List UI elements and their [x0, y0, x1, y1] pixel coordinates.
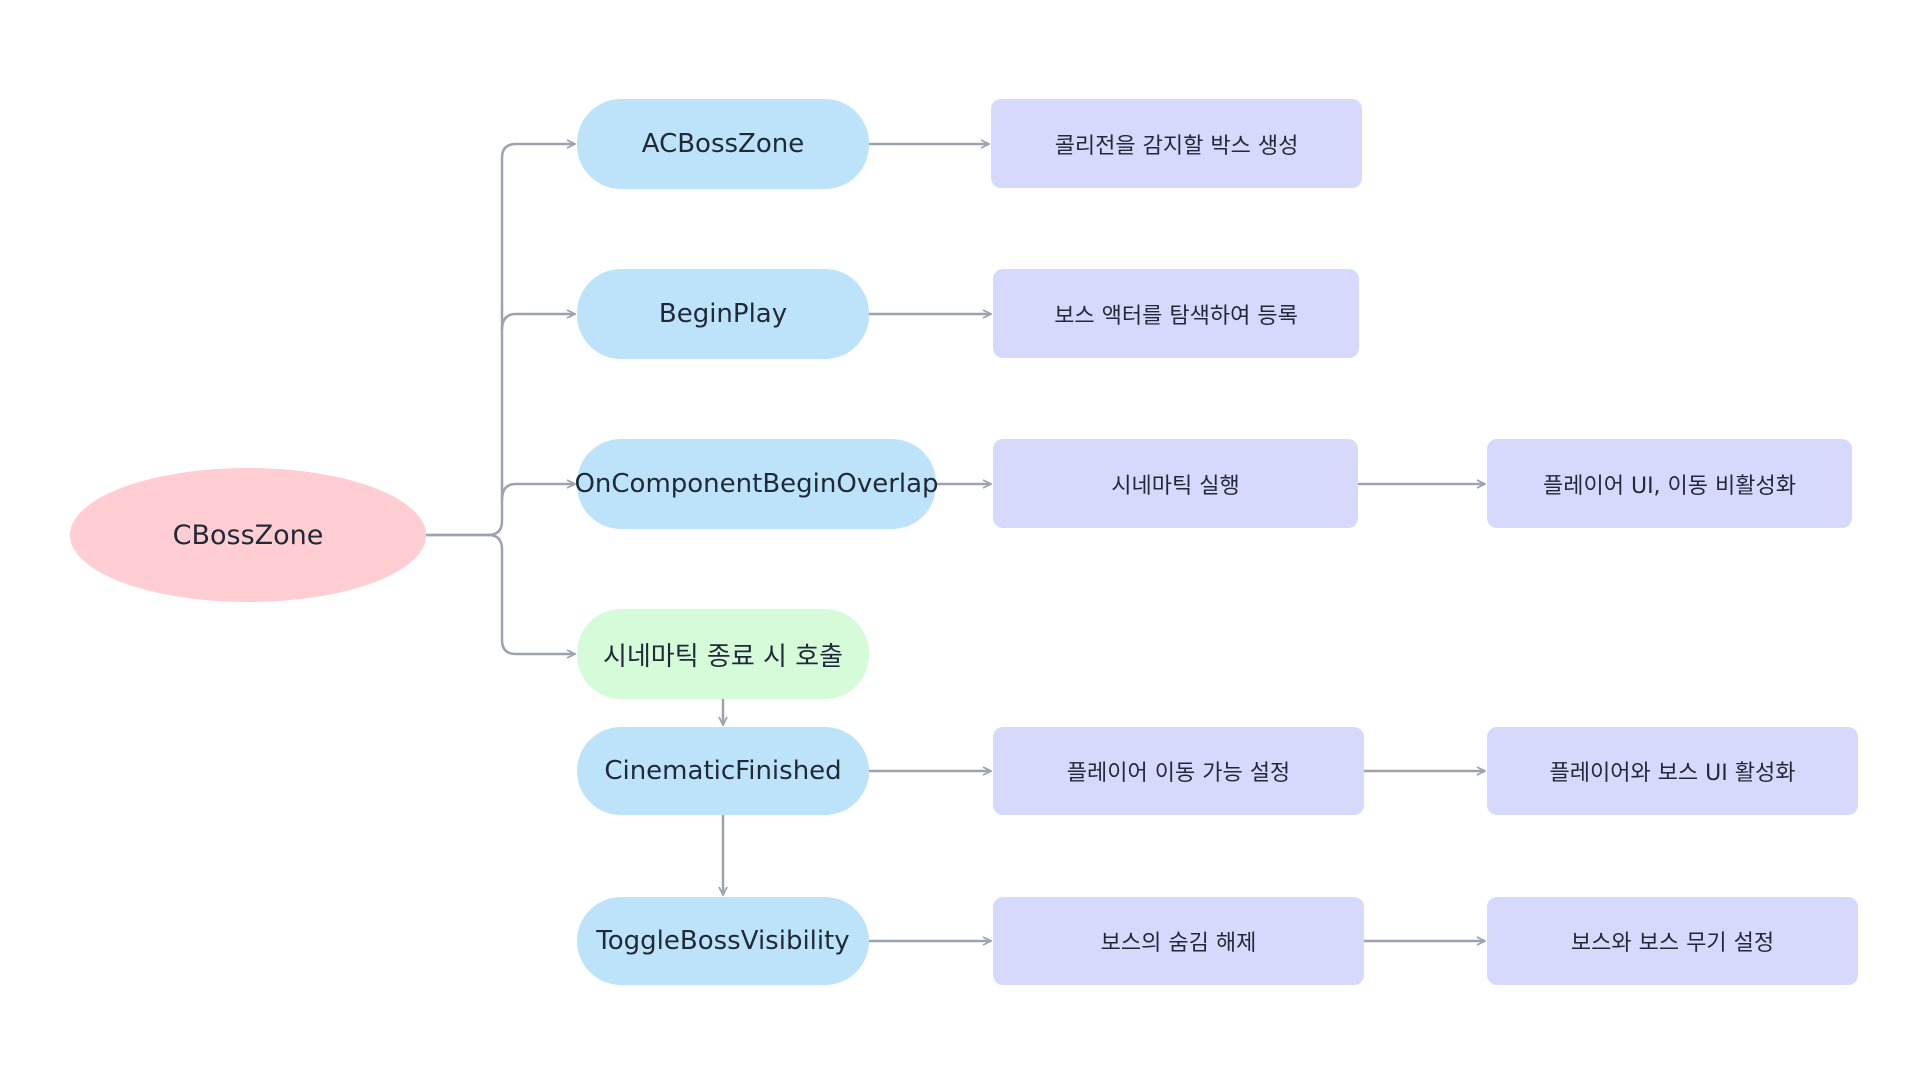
desc-disable-player: 플레이어 UI, 이동 비활성화 [1487, 439, 1852, 528]
node-togglebossvisibility: ToggleBossVisibility [577, 897, 869, 985]
node-label: BeginPlay [658, 299, 788, 329]
desc-run-cinematic: 시네마틱 실행 [993, 439, 1358, 528]
node-label: CinematicFinished [604, 756, 842, 786]
node-label: 시네마틱 종료 시 호출 [602, 641, 844, 672]
desc-label: 플레이어 이동 가능 설정 [1066, 761, 1291, 786]
desc-label: 콜리전을 감지할 박스 생성 [1054, 133, 1299, 159]
node-cinematic-end-callback: 시네마틱 종료 시 호출 [577, 609, 869, 699]
desc-boss-weapon: 보스와 보스 무기 설정 [1487, 897, 1858, 985]
node-beginplay: BeginPlay [577, 269, 869, 359]
node-label: OnComponentBeginOverlap [574, 469, 939, 499]
desc-label: 보스와 보스 무기 설정 [1570, 931, 1775, 956]
desc-unhide-boss: 보스의 숨김 해제 [993, 897, 1364, 985]
desc-enable-ui: 플레이어와 보스 UI 활성화 [1487, 727, 1858, 815]
edge-root-acbosszone [426, 144, 575, 537]
node-label: ToggleBossVisibility [596, 926, 850, 956]
desc-enable-player-move: 플레이어 이동 가능 설정 [993, 727, 1364, 815]
node-acbosszone: ACBossZone [577, 99, 869, 189]
desc-label: 보스 액터를 탐색하여 등록 [1054, 303, 1298, 329]
root-node-label: CBossZone [172, 519, 324, 551]
edge-root-oncomponent [500, 484, 575, 501]
desc-label: 플레이어 UI, 이동 비활성화 [1543, 473, 1796, 499]
node-cinematicfinished: CinematicFinished [577, 727, 869, 815]
node-oncomponentbeginoverlap: OnComponentBeginOverlap [574, 439, 939, 529]
edge-root-cinematic-end [426, 533, 575, 654]
desc-label: 플레이어와 보스 UI 활성화 [1549, 761, 1796, 786]
desc-collision-box: 콜리전을 감지할 박스 생성 [991, 99, 1362, 188]
desc-label: 보스의 숨김 해제 [1100, 931, 1257, 956]
root-node-cbosszone: CBossZone [70, 468, 426, 602]
node-label: ACBossZone [641, 129, 805, 159]
desc-label: 시네마틱 실행 [1111, 473, 1240, 499]
desc-register-boss: 보스 액터를 탐색하여 등록 [993, 269, 1359, 358]
edge-root-beginplay [500, 314, 575, 331]
